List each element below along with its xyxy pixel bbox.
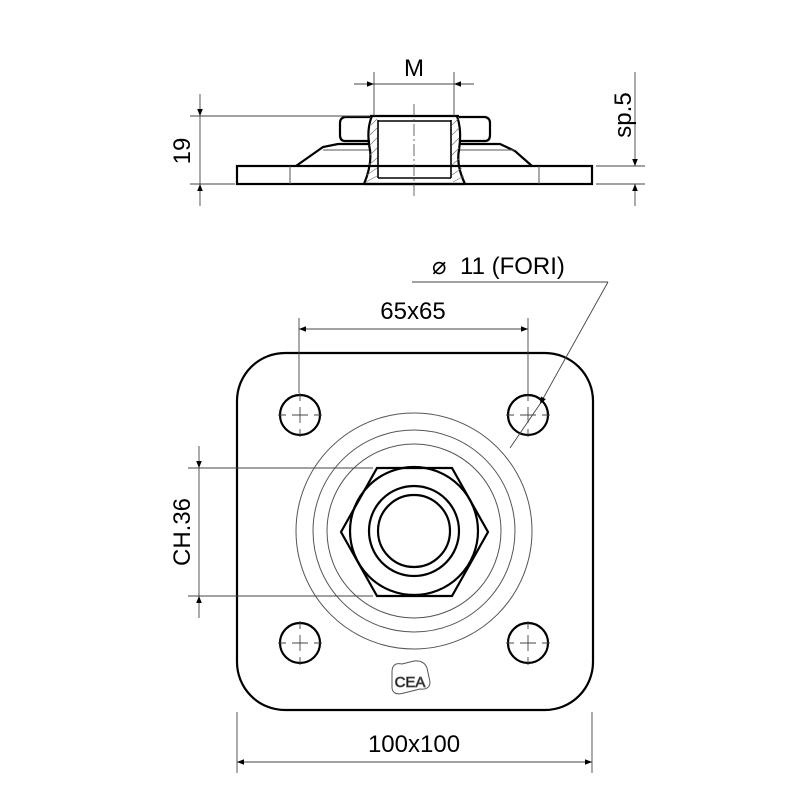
- mounting-holes: [278, 393, 550, 665]
- side-view: M 19 sp.5: [169, 55, 645, 206]
- bore-inner-circle: [376, 493, 452, 569]
- hex-nut: [339, 466, 490, 598]
- plate-outline: [235, 351, 595, 712]
- middle-ring: [312, 429, 516, 633]
- plate-size-label: 100x100: [368, 731, 460, 758]
- boss-left: [295, 142, 370, 167]
- inner-ring: [326, 443, 502, 619]
- nut-right-side: [459, 115, 492, 143]
- boss-right: [459, 142, 533, 167]
- bore-outer-circle: [367, 484, 461, 578]
- thread-hatching: [365, 118, 465, 183]
- nut-chamfer-circle: [348, 465, 480, 597]
- nut-left-side: [338, 115, 370, 143]
- logo-text: CEA: [395, 674, 426, 691]
- diameter-symbol: ⌀: [432, 253, 446, 280]
- top-view: CEA 65x65 ⌀ 11 (FORI) CH.36 100x100: [169, 253, 609, 773]
- hex-size-label: CH.36: [169, 498, 196, 566]
- logo-mark: CEA: [391, 660, 431, 695]
- outer-ring: [295, 412, 533, 650]
- thickness-label: sp.5: [610, 92, 637, 137]
- hole-diameter-label: 11 (FORI): [460, 253, 565, 280]
- hole-spacing-label: 65x65: [380, 298, 445, 325]
- thread-label: M: [404, 55, 424, 82]
- height-label: 19: [169, 138, 196, 165]
